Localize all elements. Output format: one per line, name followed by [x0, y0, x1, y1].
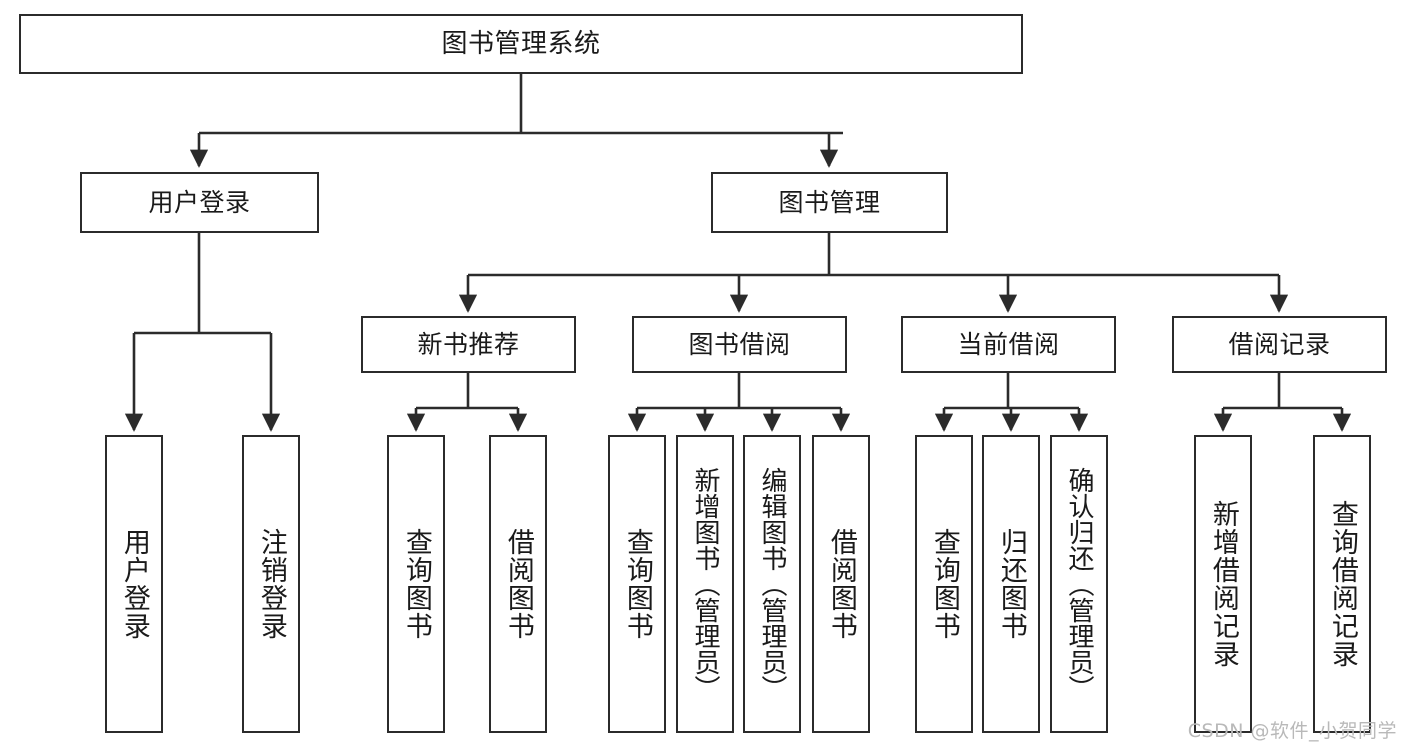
node-leaf-logout-login[interactable]: 注销登录 [242, 435, 300, 733]
node-label: 借阅图书 [825, 528, 857, 640]
node-current-borrow[interactable]: 当前借阅 [901, 316, 1116, 373]
node-user-login[interactable]: 用户登录 [80, 172, 319, 233]
node-label: 归还图书 [995, 528, 1027, 640]
node-label: 查询图书 [621, 528, 653, 640]
node-new-book-recommend[interactable]: 新书推荐 [361, 316, 576, 373]
node-leaf-query-book-2[interactable]: 查询图书 [608, 435, 666, 733]
node-book-management[interactable]: 图书管理 [711, 172, 948, 233]
node-leaf-confirm-return[interactable]: 确认归还（管理员） [1050, 435, 1108, 733]
node-label: 查询借阅记录 [1326, 500, 1358, 668]
node-leaf-add-book[interactable]: 新增图书（管理员） [676, 435, 734, 733]
node-label: 查询图书 [400, 528, 432, 640]
node-label: 图书管理系统 [441, 28, 601, 59]
node-leaf-edit-book[interactable]: 编辑图书（管理员） [743, 435, 801, 733]
node-borrow-record[interactable]: 借阅记录 [1172, 316, 1387, 373]
node-label: 新增借阅记录 [1207, 500, 1239, 668]
node-label: 借阅图书 [502, 528, 534, 640]
node-label: 查询图书 [928, 528, 960, 640]
node-label: 图书管理 [778, 187, 881, 217]
node-label: 注销登录 [255, 528, 287, 640]
csdn-watermark: CSDN @软件_小贺同学 [1187, 720, 1397, 742]
node-label: 编辑图书（管理员） [757, 467, 788, 701]
node-leaf-user-login[interactable]: 用户登录 [105, 435, 163, 733]
node-label: 当前借阅 [957, 329, 1060, 359]
node-label: 确认归还（管理员） [1064, 467, 1095, 701]
node-label: 新增图书（管理员） [690, 467, 721, 701]
node-leaf-add-record[interactable]: 新增借阅记录 [1194, 435, 1252, 733]
node-book-borrow[interactable]: 图书借阅 [632, 316, 847, 373]
node-leaf-query-book-3[interactable]: 查询图书 [915, 435, 973, 733]
node-label: 借阅记录 [1228, 329, 1331, 359]
node-label: 图书借阅 [688, 329, 791, 359]
node-leaf-borrow-book-1[interactable]: 借阅图书 [489, 435, 547, 733]
node-leaf-return-book[interactable]: 归还图书 [982, 435, 1040, 733]
node-leaf-query-book-1[interactable]: 查询图书 [387, 435, 445, 733]
node-book-management-system[interactable]: 图书管理系统 [19, 14, 1023, 74]
node-leaf-borrow-book-2[interactable]: 借阅图书 [812, 435, 870, 733]
node-label: 新书推荐 [417, 329, 520, 359]
node-label: 用户登录 [118, 528, 150, 640]
node-leaf-query-record[interactable]: 查询借阅记录 [1313, 435, 1371, 733]
node-label: 用户登录 [148, 187, 251, 217]
